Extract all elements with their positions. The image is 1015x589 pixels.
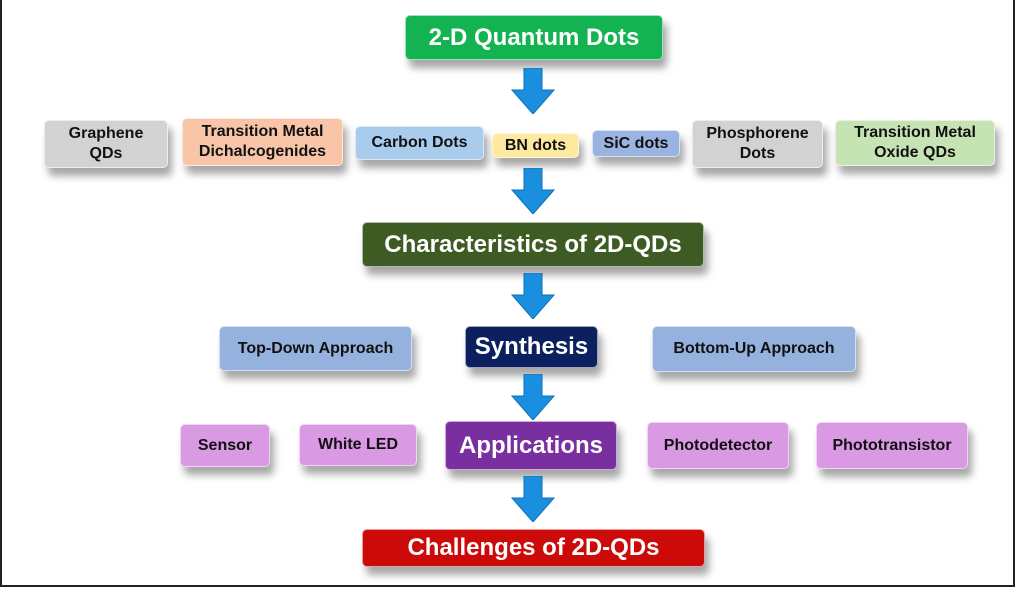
down-arrow-icon bbox=[510, 476, 556, 522]
app-photodetector: Photodetector bbox=[647, 422, 789, 469]
synthesis-box: Synthesis bbox=[465, 326, 598, 368]
applications-box: Applications bbox=[445, 421, 617, 470]
app-white-led: White LED bbox=[299, 424, 417, 466]
app-sensor: Sensor bbox=[180, 424, 270, 467]
characteristics-box: Characteristics of 2D-QDs bbox=[362, 222, 704, 267]
type-tmd: Transition Metal Dichalcogenides bbox=[182, 118, 343, 166]
title-box: 2-D Quantum Dots bbox=[405, 15, 663, 60]
app-phototransistor: Phototransistor bbox=[816, 422, 968, 469]
down-arrow-icon bbox=[510, 168, 556, 214]
bottom-up-approach: Bottom-Up Approach bbox=[652, 326, 856, 372]
type-tmo-qds: Transition Metal Oxide QDs bbox=[835, 120, 995, 166]
challenges-box: Challenges of 2D-QDs bbox=[362, 529, 705, 567]
type-bn-dots: BN dots bbox=[492, 133, 579, 158]
top-down-approach: Top-Down Approach bbox=[219, 326, 412, 371]
type-sic-dots: SiC dots bbox=[592, 130, 680, 157]
type-carbon-dots: Carbon Dots bbox=[355, 126, 484, 160]
down-arrow-icon bbox=[510, 374, 556, 420]
type-phosphorene-dots: Phosphorene Dots bbox=[692, 120, 823, 168]
down-arrow-icon bbox=[510, 273, 556, 319]
down-arrow-icon bbox=[510, 68, 556, 114]
type-graphene-qds: Graphene QDs bbox=[44, 120, 168, 168]
